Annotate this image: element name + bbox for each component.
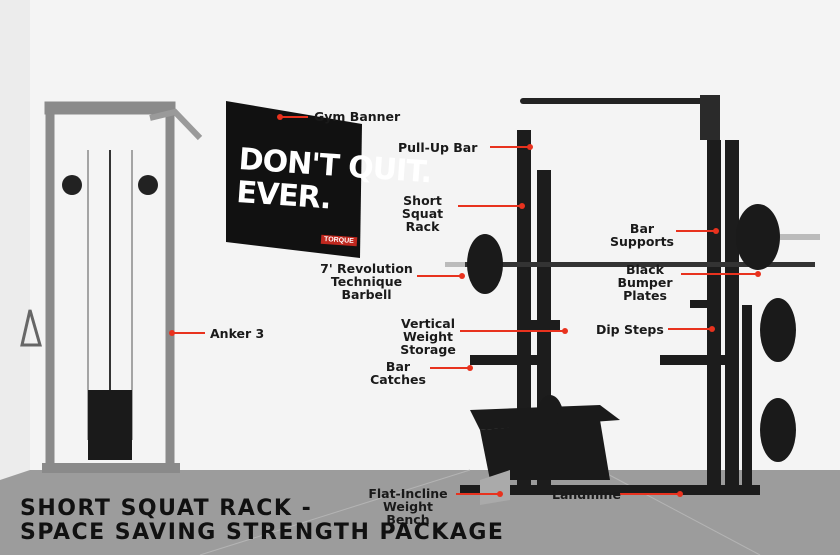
weight-bench xyxy=(470,405,620,505)
label-gym-banner: Gym Banner xyxy=(314,109,401,124)
label-barbell: 7' Revolution Technique Barbell xyxy=(320,261,413,302)
label-short-squat-rack: Short Squat Rack xyxy=(401,193,444,234)
label-bar-supports: Bar Supports xyxy=(610,221,674,249)
barbell xyxy=(445,204,820,294)
label-bench: Flat-Incline Weight Bench xyxy=(368,486,448,527)
callout-dots xyxy=(169,114,761,497)
label-dip-steps: Dip Steps xyxy=(596,322,664,337)
label-anker: Anker 3 xyxy=(210,326,265,341)
left-wall xyxy=(0,0,30,480)
label-pull-up-bar: Pull-Up Bar xyxy=(398,140,478,155)
pull-up-bar xyxy=(520,98,720,104)
callout-lines xyxy=(172,116,758,495)
gym-banner xyxy=(226,101,362,258)
page-title: SHORT SQUAT RACK - SPACE SAVING STRENGTH… xyxy=(20,496,505,545)
label-bar-catches: Bar Catches xyxy=(370,359,426,387)
cable-machine xyxy=(20,101,203,473)
label-vertical-storage: Vertical Weight Storage xyxy=(400,316,456,357)
label-landmine: Landmine xyxy=(552,487,621,502)
label-bumper-plates: Black Bumper Plates xyxy=(617,262,673,303)
